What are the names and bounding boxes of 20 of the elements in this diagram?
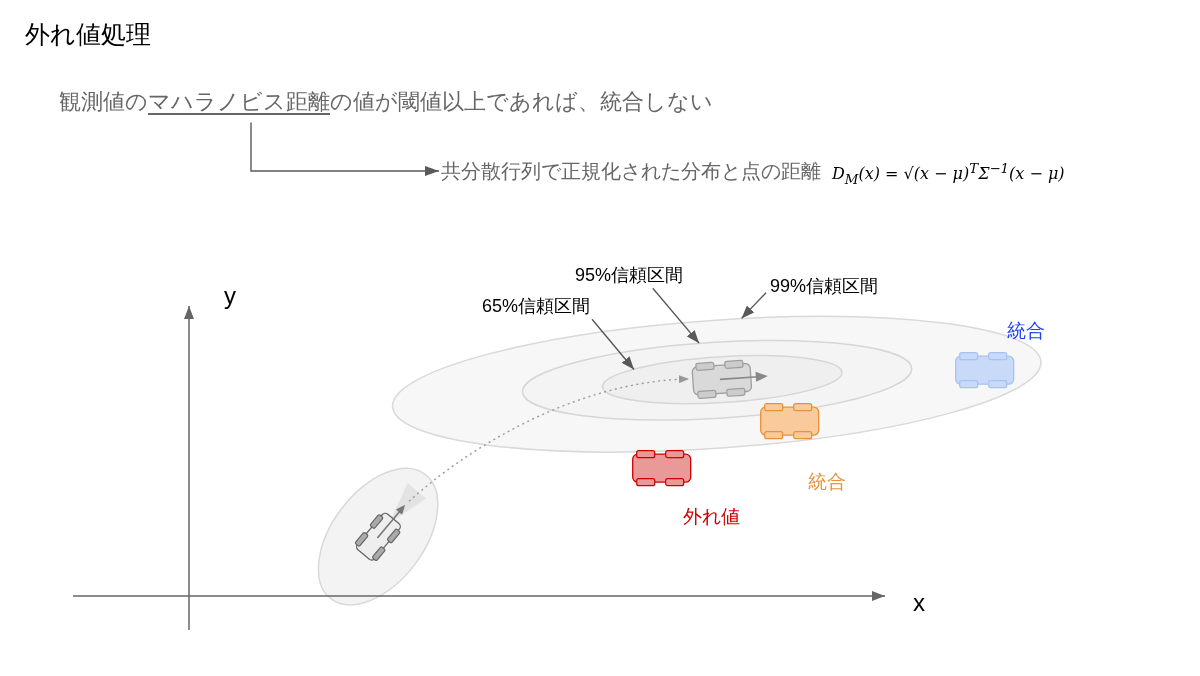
formula: D$_{M}$(x) = √(x − μ)$^{T}$Σ$^{−1}$(x − μ) — [832, 161, 1065, 189]
axis-label: y — [224, 281, 236, 311]
description-text: 共分散行列で正規化された分布と点の距離 — [441, 158, 821, 184]
axis-label: x — [913, 588, 925, 618]
confidence-ellipse — [600, 354, 844, 406]
confidence-ellipse — [520, 338, 914, 422]
callout-text: 95%信頼区間 — [575, 263, 684, 287]
leader-arrow — [591, 318, 635, 371]
trajectory-arrow — [408, 375, 690, 502]
callout-text: 65%信頼区間 — [482, 294, 591, 318]
elbow-arrow — [250, 121, 440, 176]
node-label: 統合 — [807, 470, 846, 494]
statement-text: 観測値のマハラノビス距離の値が閾値以上であれば、統合しない — [59, 88, 713, 123]
node-label: 統合 — [1006, 319, 1045, 343]
node-label: 外れ値 — [683, 505, 740, 529]
heading: 外れ値処理 — [25, 19, 151, 51]
callout-text: 99%信頼区間 — [770, 274, 879, 298]
leader-arrow — [740, 292, 767, 320]
covariance-ellipse — [316, 467, 440, 607]
leader-arrow — [652, 287, 700, 344]
